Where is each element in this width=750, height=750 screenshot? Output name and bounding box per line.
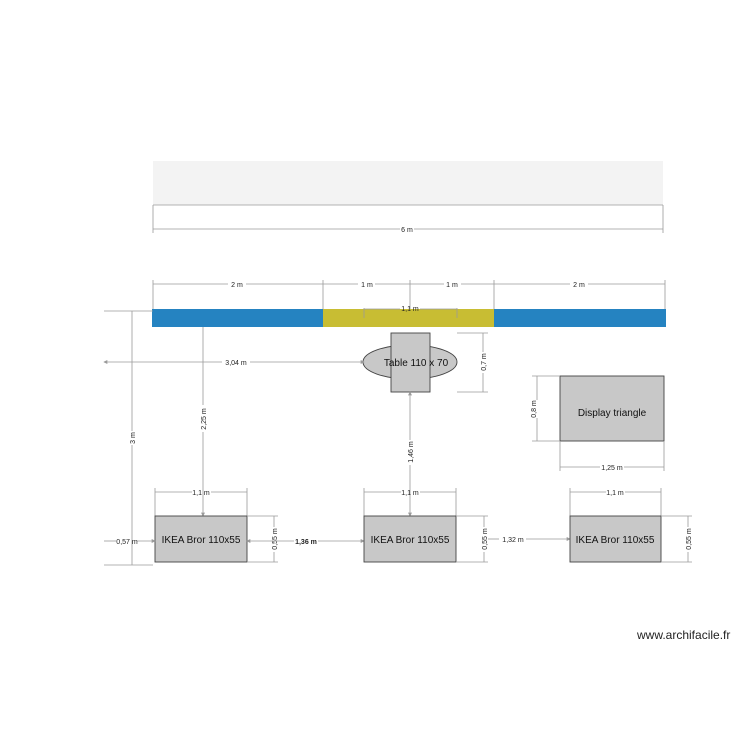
seg-right-label: 2 m bbox=[573, 282, 585, 289]
to-center-desk-dimension: 1,46 m bbox=[408, 391, 415, 517]
back-wall bbox=[153, 161, 663, 205]
desk-center-depth-label: 0,55 m bbox=[482, 528, 489, 550]
display-width-label: 1,25 m bbox=[601, 465, 623, 472]
desk-right: IKEA Bror 110x55 bbox=[569, 515, 662, 563]
stand-blue-left bbox=[152, 309, 323, 327]
display-depth-label: 0,8 m bbox=[531, 400, 538, 418]
left-margin-dimension: 0,57 m bbox=[104, 539, 156, 546]
desk-left-label: IKEA Bror 110x55 bbox=[162, 535, 241, 546]
table-depth-dimension: 0,7 m bbox=[457, 332, 488, 393]
to-left-desk-label: 2,25 m bbox=[201, 408, 208, 430]
stand-yellow-center bbox=[323, 309, 494, 327]
desk-center: IKEA Bror 110x55 bbox=[363, 515, 457, 563]
desk-right-depth-label: 0,55 m bbox=[686, 528, 693, 550]
overall-width-dimension: 6 m bbox=[153, 227, 663, 234]
desk-right-label: IKEA Bror 110x55 bbox=[576, 535, 655, 546]
table-width-label: 1,1 m bbox=[401, 306, 419, 313]
seg-mid-right-label: 1 m bbox=[446, 282, 458, 289]
to-left-desk-dimension: 2,25 m bbox=[201, 327, 208, 517]
display-triangle: Display triangle bbox=[559, 375, 665, 442]
gap-left-center-label: 1,36 m bbox=[295, 539, 317, 546]
seg-mid-left-label: 1 m bbox=[361, 282, 373, 289]
desk-center-label: IKEA Bror 110x55 bbox=[371, 535, 450, 546]
desk-right-depth-dimension: 0,55 m bbox=[661, 515, 693, 563]
desk-left-width-dimension: 1,1 m bbox=[154, 488, 248, 516]
desk-center-width-label: 1,1 m bbox=[401, 490, 419, 497]
desk-left-depth-dimension: 0,55 m bbox=[247, 515, 279, 563]
desk-left-depth-label: 0,55 m bbox=[272, 528, 279, 550]
gap-left-center-dimension: 1,36 m bbox=[246, 539, 365, 546]
overall-width-label: 6 m bbox=[401, 227, 413, 234]
table: Table 110 x 70 bbox=[362, 332, 458, 393]
table-depth-label: 0,7 m bbox=[481, 353, 488, 371]
display-label: Display triangle bbox=[578, 408, 647, 419]
desk-center-width-dimension: 1,1 m bbox=[363, 488, 457, 516]
desk-left: IKEA Bror 110x55 bbox=[154, 515, 248, 563]
to-center-desk-label: 1,46 m bbox=[408, 441, 415, 463]
left-height-label: 3 m bbox=[130, 432, 137, 444]
left-margin-label: 0,57 m bbox=[116, 539, 138, 546]
stand-blue-right bbox=[494, 309, 666, 327]
table-offset-dimension: 3,04 m bbox=[103, 360, 365, 367]
watermark: www.archifacile.fr bbox=[637, 628, 731, 642]
table-width-dimension: 1,1 m bbox=[363, 306, 458, 318]
left-height-dimension: 3 m bbox=[104, 310, 153, 566]
segment-dimensions: 2 m 1 m 1 m 2 m bbox=[152, 280, 666, 310]
desk-right-width-label: 1,1 m bbox=[606, 490, 624, 497]
gap-center-right-label: 1,32 m bbox=[502, 537, 524, 544]
table-label: Table 110 x 70 bbox=[384, 358, 449, 369]
table-offset-label: 3,04 m bbox=[225, 360, 247, 367]
desk-right-width-dimension: 1,1 m bbox=[569, 488, 662, 516]
display-width-dimension: 1,25 m bbox=[559, 441, 665, 472]
desk-left-width-label: 1,1 m bbox=[192, 490, 210, 497]
display-depth-dimension: 0,8 m bbox=[531, 375, 560, 442]
seg-left-label: 2 m bbox=[231, 282, 243, 289]
desk-center-depth-dimension: 0,55 m bbox=[456, 515, 489, 563]
gap-center-right-dimension: 1,32 m bbox=[488, 537, 571, 544]
